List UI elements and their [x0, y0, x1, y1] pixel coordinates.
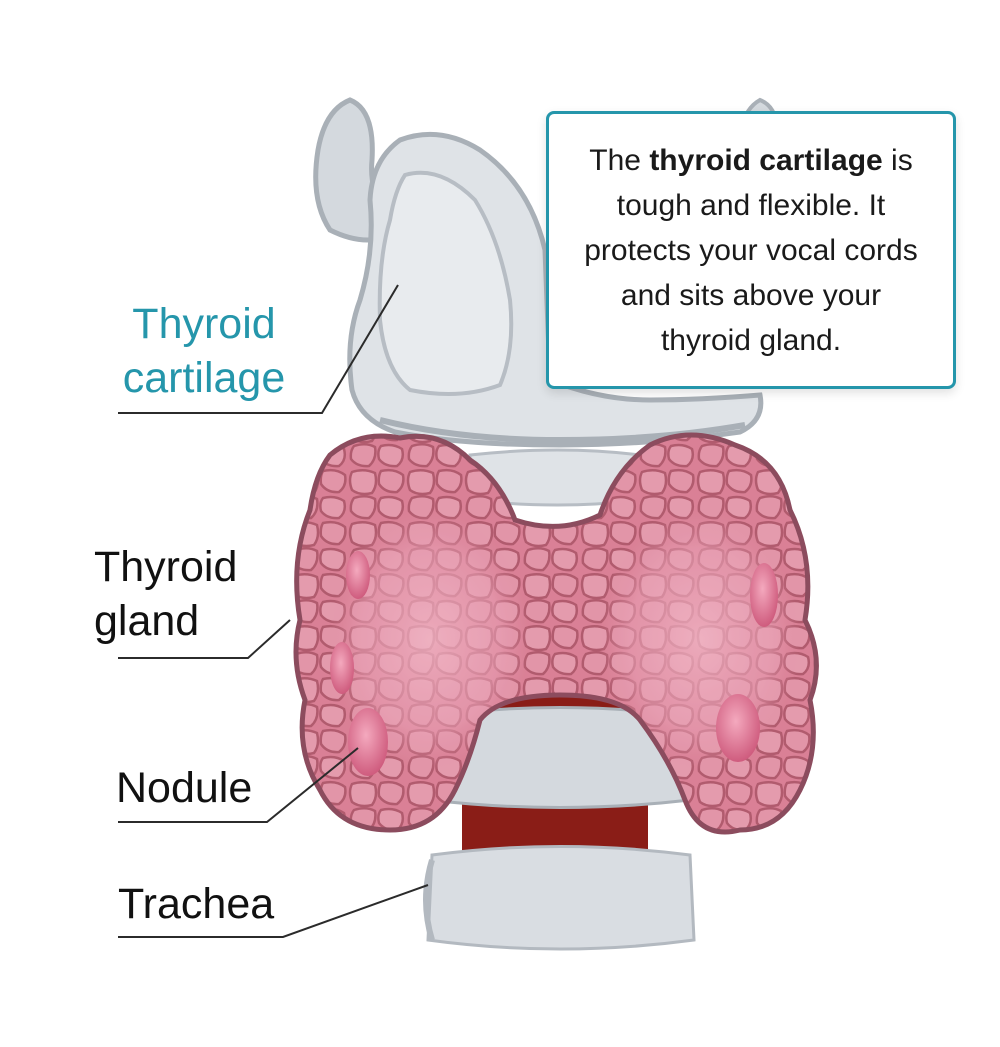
leader-line-thyroid-gland	[118, 619, 291, 659]
cartilage-inner-shield	[377, 170, 514, 396]
label-trachea: Trachea	[118, 880, 275, 928]
leader-line-thyroid-cartilage	[118, 284, 399, 414]
callout-bold-term: thyroid cartilage	[649, 143, 883, 177]
nodule	[330, 642, 354, 694]
nodule	[716, 694, 760, 762]
label-nodule: Nodule	[116, 764, 253, 812]
leader-line-nodule	[118, 747, 359, 823]
callout-prefix: The	[589, 143, 650, 177]
trachea-ring	[426, 845, 696, 951]
nodule	[348, 708, 388, 776]
callout-suffix: is tough and flexible. It protects your …	[584, 143, 918, 357]
info-callout: The thyroid cartilage is tough and flexi…	[546, 111, 956, 389]
nodule	[346, 551, 370, 599]
callout-text: The thyroid cartilage is tough and flexi…	[577, 138, 925, 363]
leader-line-trachea	[118, 884, 429, 938]
nodule	[750, 563, 778, 627]
label-thyroid-gland: Thyroid gland	[94, 543, 238, 645]
label-thyroid-cartilage: Thyroid cartilage	[122, 300, 286, 402]
